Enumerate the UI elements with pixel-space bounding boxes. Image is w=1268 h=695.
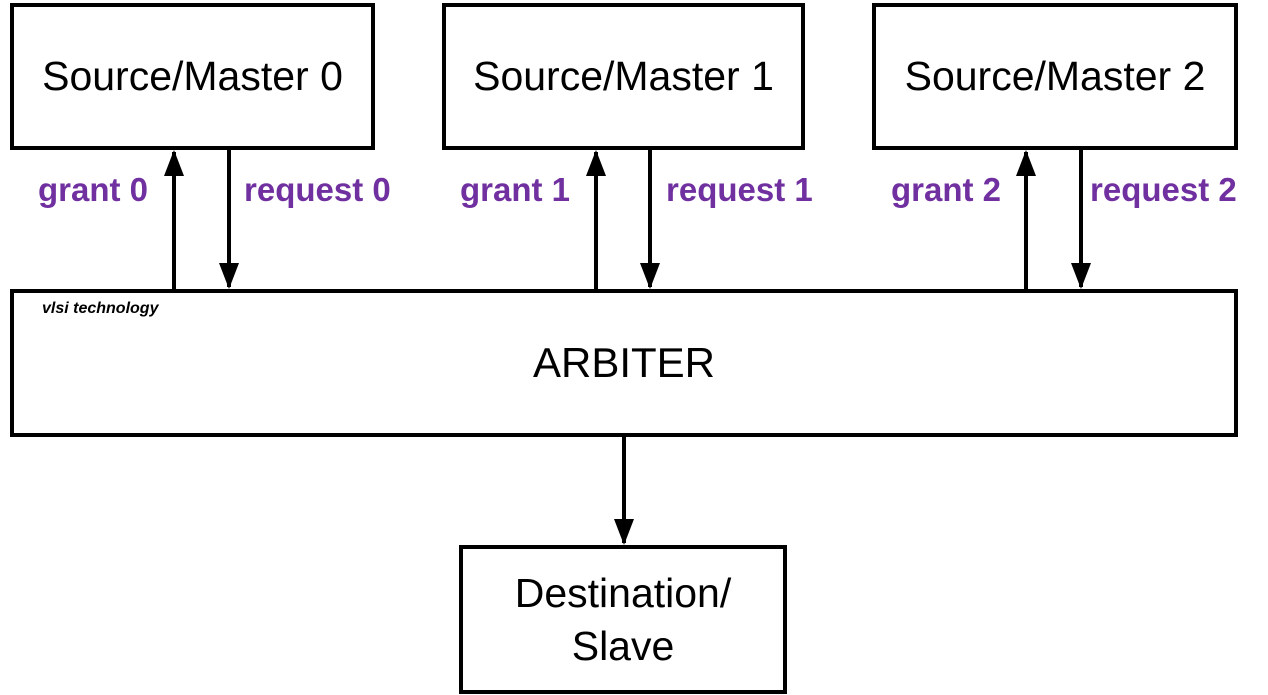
request-2-label: request 2 [1090, 171, 1237, 208]
destination-slave-box: Destination/ Slave [459, 545, 787, 694]
request-2-arrowhead [1071, 263, 1091, 289]
grant-1-arrowhead [586, 150, 606, 176]
watermark-text: vlsi technology [42, 300, 159, 317]
destination-label-line1: Destination/ [514, 569, 732, 616]
request-0-label: request 0 [244, 171, 391, 208]
source-master-0-label: Source/Master 0 [42, 53, 343, 99]
grant-2-arrowhead [1016, 150, 1036, 176]
grant-0-arrowhead [164, 150, 184, 176]
request-1-label: request 1 [666, 171, 813, 208]
source-master-1-box: Source/Master 1 [442, 3, 805, 150]
source-master-0-box: Source/Master 0 [10, 3, 375, 150]
grant-2-label: grant 2 [891, 171, 1002, 208]
grant-0-label: grant 0 [38, 171, 149, 208]
arbiter-to-destination-arrowhead [614, 519, 634, 545]
request-0-arrowhead [219, 263, 239, 289]
source-master-2-label: Source/Master 2 [904, 53, 1206, 99]
grant-1-label: grant 1 [460, 171, 571, 208]
destination-label-line2: Slave [571, 622, 675, 669]
arbiter-box: ARBITER [10, 289, 1238, 437]
request-1-arrowhead [640, 263, 660, 289]
source-master-1-label: Source/Master 1 [473, 53, 774, 99]
source-master-2-box: Source/Master 2 [872, 3, 1238, 150]
arbiter-label: ARBITER [532, 339, 716, 386]
